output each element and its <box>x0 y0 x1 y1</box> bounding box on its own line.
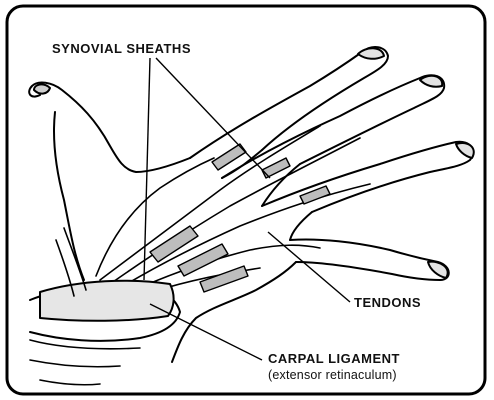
index-nail <box>358 48 384 59</box>
label-carpal-ligament-title: CARPAL LIGAMENT <box>268 351 400 367</box>
illustration-frame <box>7 6 485 394</box>
label-tendons: TENDONS <box>354 295 421 310</box>
thumb-nail <box>34 84 50 93</box>
label-synovial-sheaths: SYNOVIAL SHEATHS <box>52 41 191 56</box>
label-carpal-ligament-subtitle: (extensor retinaculum) <box>268 367 400 383</box>
label-carpal-ligament: CARPAL LIGAMENT (extensor retinaculum) <box>268 351 400 383</box>
carpal-ligament-band <box>40 281 174 321</box>
